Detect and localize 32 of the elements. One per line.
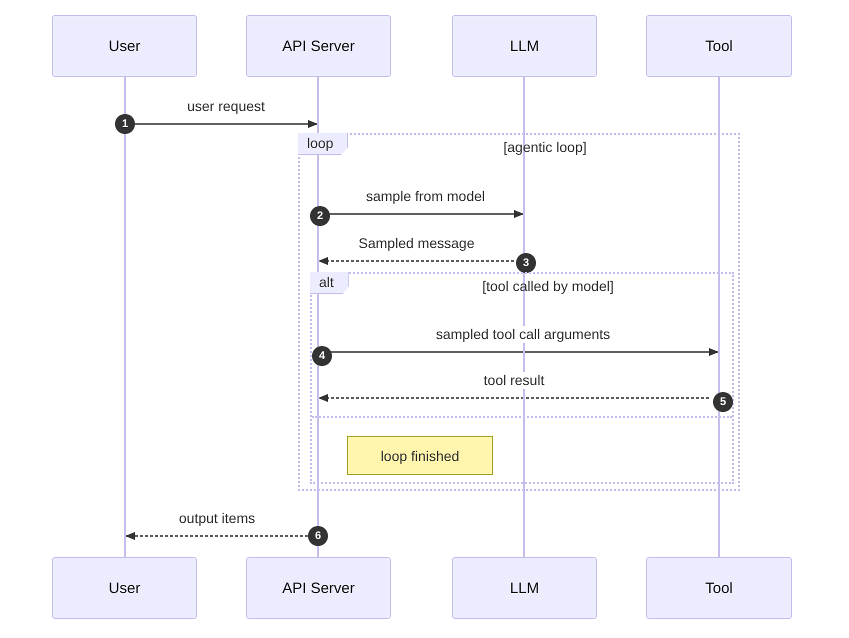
- message-arrow: [135, 120, 318, 128]
- note-box: loop finished: [347, 436, 493, 475]
- message-arrow: [328, 210, 524, 218]
- lifeline: [718, 77, 720, 557]
- edge-label: sampled tool call arguments: [434, 326, 612, 343]
- fragment-tab: loop: [298, 133, 348, 155]
- edge-label: sample from model: [364, 188, 488, 205]
- message-arrow: [125, 532, 308, 540]
- fragment-tab: alt: [310, 272, 349, 294]
- participant-box: LLM: [452, 557, 597, 619]
- step-number: 2: [310, 206, 330, 226]
- participant-box: LLM: [452, 15, 597, 77]
- participant-box: User: [52, 15, 197, 77]
- step-number: 5: [713, 392, 733, 412]
- participant-box: Tool: [646, 557, 792, 619]
- edge-label: Sampled message: [356, 235, 476, 252]
- fragment-condition: [agentic loop]: [503, 139, 587, 155]
- step-number: 4: [312, 346, 332, 366]
- message-arrow: [318, 257, 514, 265]
- lifeline: [523, 77, 525, 557]
- lifeline: [124, 77, 126, 557]
- edge-label: output items: [176, 510, 258, 527]
- participant-box: Tool: [646, 15, 792, 77]
- step-number: 1: [115, 114, 135, 134]
- edge-label: tool result: [482, 372, 546, 389]
- message-arrow: [318, 394, 709, 402]
- step-number: 3: [516, 253, 536, 273]
- participant-box: API Server: [246, 15, 391, 77]
- step-number: 6: [308, 526, 328, 546]
- participant-box: User: [52, 557, 197, 619]
- fragment-condition: [tool called by model]: [482, 278, 614, 294]
- participant-box: API Server: [246, 557, 391, 619]
